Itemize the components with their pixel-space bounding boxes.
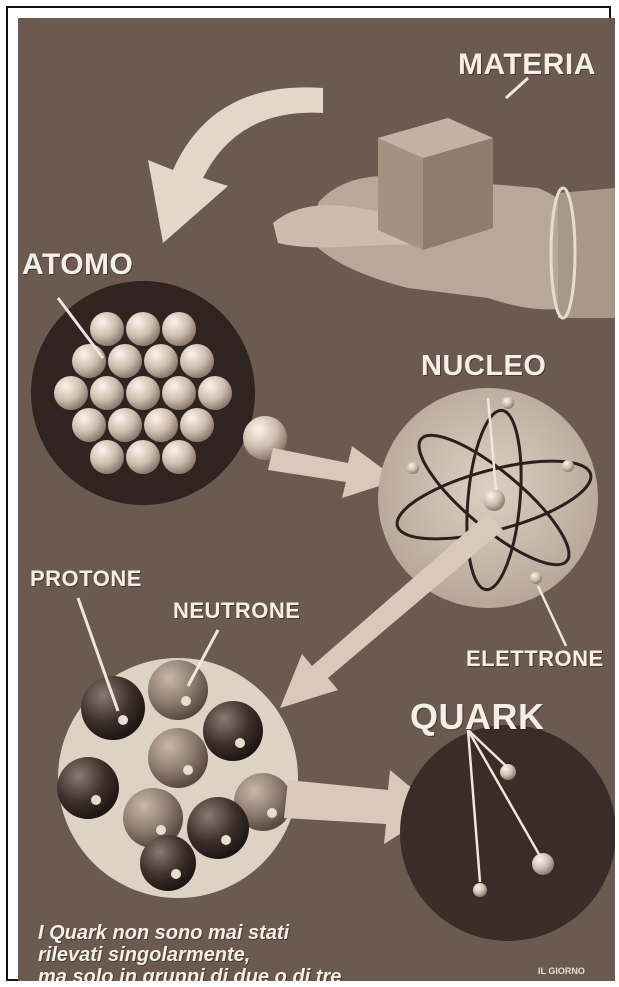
atom-sphere (162, 440, 196, 474)
atom-sphere (162, 376, 196, 410)
quark-illustration (400, 725, 615, 941)
caption-line-1: I Quark non sono mai stati (38, 922, 341, 944)
atom-sphere (180, 408, 214, 442)
diagram-panel: MATERIA ATOMO NUCLEO PROTONE NEUTRONE EL… (18, 18, 615, 981)
publisher-credit: IL GIORNO (538, 966, 585, 976)
materia-illustration (273, 118, 615, 318)
label-nucleo: NUCLEO (421, 350, 546, 383)
atom-sphere (54, 376, 88, 410)
atom-sphere (180, 344, 214, 378)
atom-sphere (108, 344, 142, 378)
atom-sphere (144, 408, 178, 442)
diagram-svg (18, 18, 615, 981)
label-neutrone: NEUTRONE (173, 598, 300, 624)
atom-sphere (144, 344, 178, 378)
atom-sphere (72, 344, 106, 378)
label-quark: QUARK (410, 696, 545, 738)
atom-sphere (162, 312, 196, 346)
atom-sphere (90, 312, 124, 346)
atom-sphere (90, 376, 124, 410)
atomo-illustration (31, 281, 287, 505)
atom-sphere (126, 376, 160, 410)
label-atomo: ATOMO (22, 248, 133, 282)
caption-line-2: rilevati singolarmente, (38, 944, 341, 966)
atom-sphere (198, 376, 232, 410)
nucleons-illustration (57, 598, 298, 898)
atom-sphere (90, 440, 124, 474)
atom-sphere (72, 408, 106, 442)
label-protone: PROTONE (30, 566, 142, 592)
atom-sphere (126, 440, 160, 474)
atom-sphere (108, 408, 142, 442)
caption-line-3: ma solo in gruppi di due o di tre (38, 966, 341, 981)
atom-sphere (126, 312, 160, 346)
label-elettrone: ELETTRONE (466, 646, 604, 672)
label-materia: MATERIA (458, 48, 596, 82)
caption: I Quark non sono mai stati rilevati sing… (38, 922, 341, 981)
